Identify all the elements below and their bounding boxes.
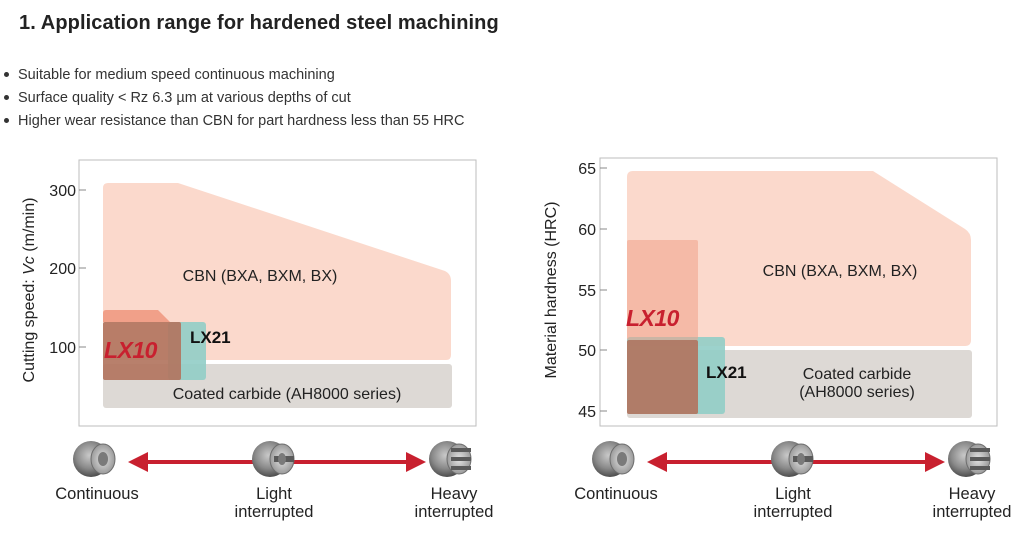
coated-carbide-label: Coated carbide (803, 366, 912, 383)
lx10-logo: LX10 (104, 337, 158, 363)
cbn-label: CBN (BXA, BXM, BX) (763, 263, 918, 280)
y-tick-label: 100 (49, 340, 76, 357)
condition-light-label: Light (256, 485, 292, 503)
y-tick-label: 60 (578, 222, 596, 239)
feature-item: Surface quality < Rz 6.3 µm at various d… (0, 89, 464, 112)
condition-light-label: interrupted (235, 503, 314, 521)
y-axis-title: Material hardness (HRC) (543, 202, 560, 379)
y-tick-label: 65 (578, 161, 596, 178)
y-tick-label: 300 (49, 183, 76, 200)
lx21-label: LX21 (706, 363, 747, 382)
continuous-workpiece-icon (592, 441, 635, 477)
condition-light-label: interrupted (754, 503, 833, 521)
cbn-region (627, 171, 971, 346)
condition-heavy-label: interrupted (933, 503, 1012, 521)
heavy-interrupted-workpiece-icon (429, 441, 472, 477)
condition-heavy-label: interrupted (415, 503, 494, 521)
condition-continuous-label: Continuous (574, 485, 657, 503)
continuous-workpiece-icon (73, 441, 116, 477)
light-interrupted-workpiece-icon (252, 441, 295, 477)
lx10-logo: LX10 (626, 305, 680, 331)
y-axis-title: Cutting speed: Vc (m/min) (21, 198, 38, 383)
cbn-region (103, 183, 451, 360)
condition-heavy-label: Heavy (949, 485, 997, 503)
y-tick-label: 55 (578, 283, 596, 300)
lx10-region (103, 322, 181, 380)
right-conditions: Continuous Light interrupted Heavy inter… (574, 441, 1011, 521)
feature-item: Higher wear resistance than CBN for part… (0, 112, 464, 135)
condition-continuous-label: Continuous (55, 485, 138, 503)
light-interrupted-workpiece-icon (771, 441, 814, 477)
coated-carbide-label: Coated carbide (AH8000 series) (173, 386, 402, 403)
condition-heavy-label: Heavy (431, 485, 479, 503)
lx10-top-region (627, 240, 698, 340)
left-conditions: Continuous Light interrupted Heavy inter… (55, 441, 493, 521)
lx10-top-region (103, 310, 170, 322)
feature-list: Suitable for medium speed continuous mac… (0, 66, 464, 135)
y-tick-label: 200 (49, 261, 76, 278)
y-tick-label: 45 (578, 404, 596, 421)
feature-item: Suitable for medium speed continuous mac… (0, 66, 464, 89)
lx10-region (627, 340, 698, 414)
condition-light-label: Light (775, 485, 811, 503)
coated-carbide-label: (AH8000 series) (799, 384, 915, 401)
page-title: 1. Application range for hardened steel … (19, 12, 499, 34)
heavy-interrupted-workpiece-icon (948, 441, 991, 477)
lx21-label: LX21 (190, 328, 231, 347)
y-tick-label: 50 (578, 343, 596, 360)
right-chart: 65 60 55 50 45 Material hardness (HRC) C… (543, 157, 998, 427)
cbn-label: CBN (BXA, BXM, BX) (183, 268, 338, 285)
left-chart: 300 200 100 Cutting speed: Vc (m/min) CB… (21, 159, 477, 427)
